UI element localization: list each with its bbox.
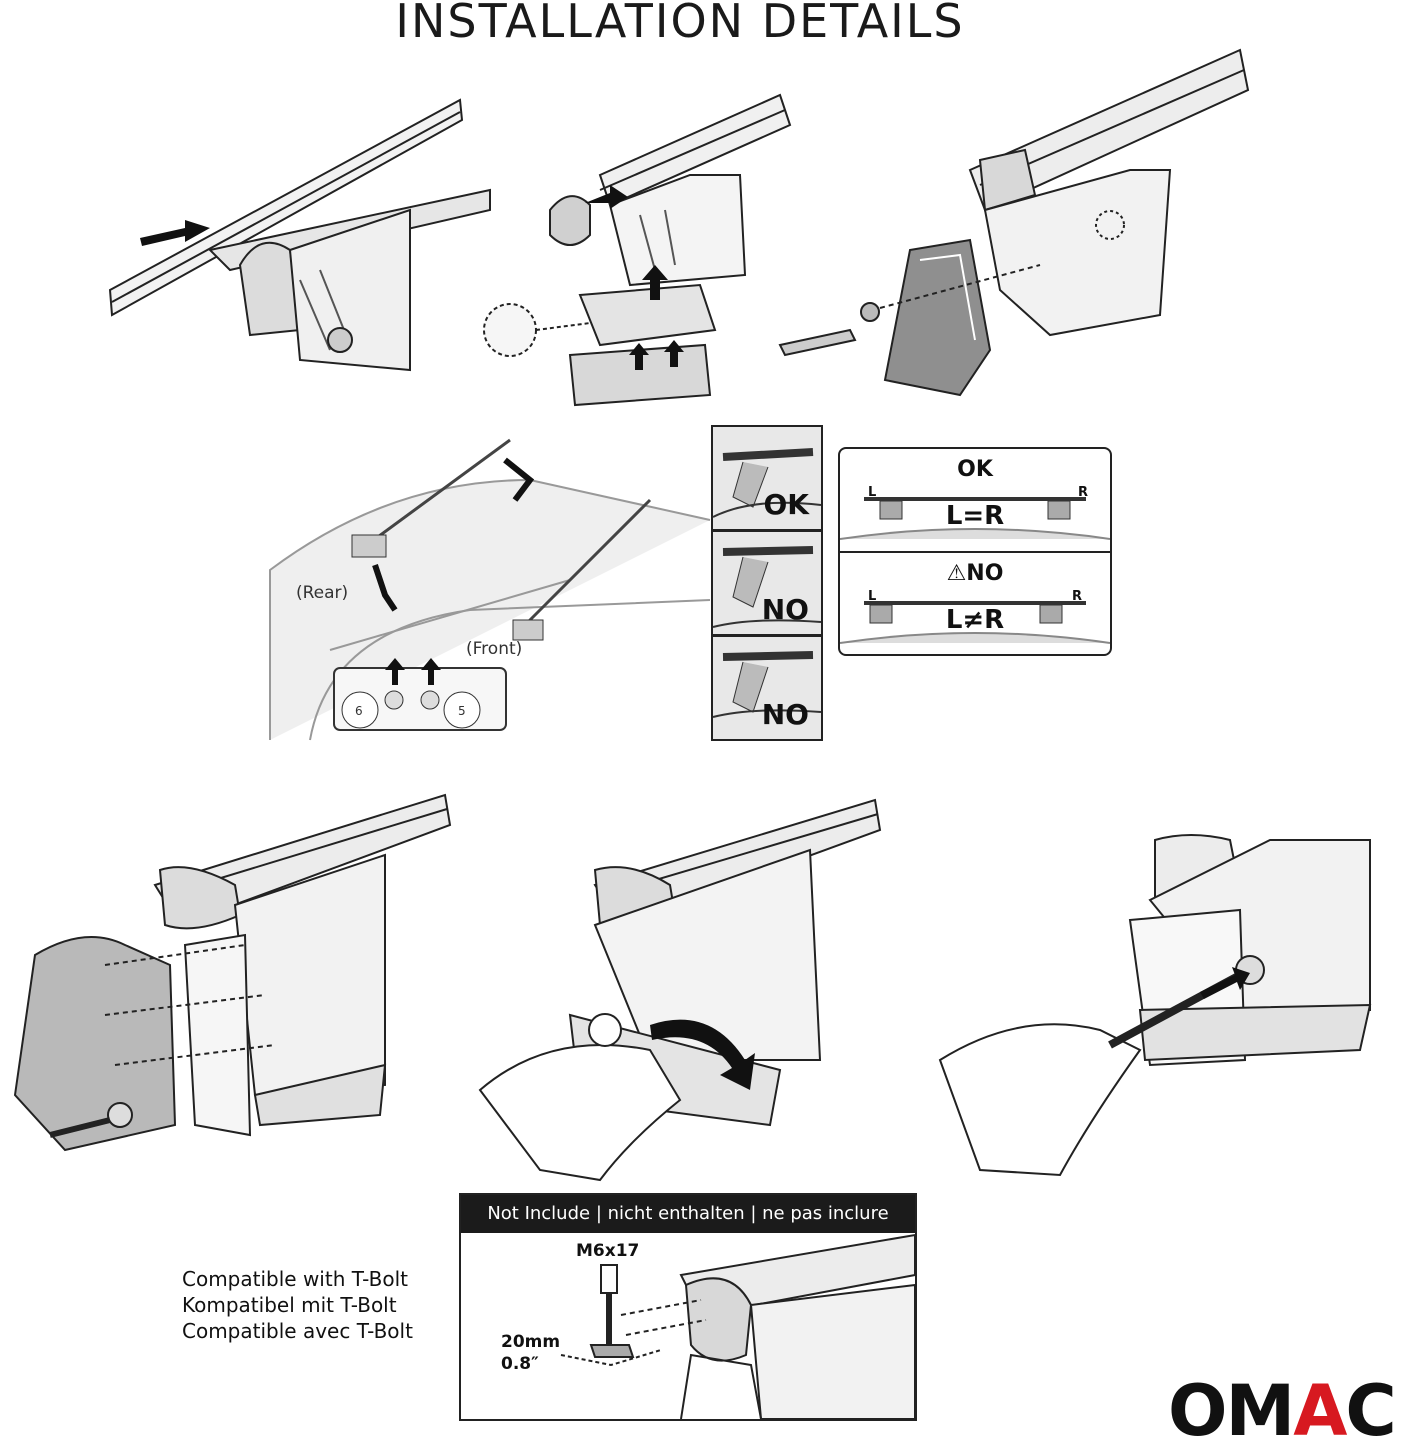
alignment-label-no-1: NO	[761, 593, 809, 626]
alignment-label-no-2: NO	[761, 698, 809, 731]
symmetry-ok-row: OK L R L=R	[840, 449, 1110, 549]
logo-letter-a: A	[1293, 1370, 1347, 1452]
symmetry-no-right: R	[1071, 589, 1082, 604]
inset-number-5: 5	[458, 704, 466, 718]
bolt-width-in: 0.8″	[501, 1354, 539, 1374]
alignment-strip-no-1: NO	[711, 530, 823, 636]
step-key-lock-illustration	[938, 834, 1372, 1177]
logo-letter-m: M	[1225, 1370, 1296, 1452]
step2-cap-pad-illustration	[483, 93, 792, 407]
t-bolt-illustration	[560, 1233, 916, 1420]
compatibility-line-fr: Compatible avec T-Bolt	[182, 1319, 413, 1343]
compatibility-line-en: Compatible with T-Bolt	[182, 1267, 408, 1291]
front-label: (Front)	[466, 639, 523, 659]
rear-label: (Rear)	[296, 583, 349, 603]
alignment-strip-no-2: NO	[711, 635, 823, 741]
symmetry-no-label: ⚠NO	[946, 561, 1004, 586]
step-cover-attach-illustration	[13, 793, 452, 1152]
step3-foot-bolt-illustration	[778, 48, 1250, 397]
omac-logo: OMAC	[1168, 1376, 1397, 1446]
symmetry-no-equation: L≠R	[945, 605, 1005, 635]
symmetry-ok-label: OK	[957, 457, 993, 482]
bolt-size-label: M6x17	[576, 1241, 640, 1261]
logo-letter-o: O	[1168, 1370, 1227, 1452]
not-included-panel: Not Include | nicht enthalten | ne pas i…	[459, 1193, 917, 1421]
symmetry-check-box: OK L R L=R ⚠NO L R L≠R	[838, 447, 1112, 656]
alignment-strip-ok: OK	[711, 425, 823, 531]
symmetry-no-row: ⚠NO L R L≠R	[840, 551, 1110, 653]
page-title: INSTALLATION DETAILS	[395, 0, 965, 48]
inset-number-6: 6	[355, 704, 363, 718]
not-included-header: Not Include | nicht enthalten | ne pas i…	[461, 1195, 915, 1233]
step-rotate-illustration	[478, 798, 882, 1182]
symmetry-ok-right: R	[1077, 485, 1088, 500]
bolt-width-label: 20mm 0.8″	[501, 1331, 560, 1375]
symmetry-no-left: L	[868, 589, 877, 604]
compatibility-text: Compatible with T-Bolt Kompatibel mit T-…	[182, 1266, 413, 1344]
car-roof-diagram	[269, 438, 711, 741]
logo-letter-c: C	[1345, 1370, 1396, 1452]
symmetry-ok-left: L	[868, 485, 877, 500]
symmetry-ok-equation: L=R	[945, 501, 1005, 531]
bolt-width-mm: 20mm	[501, 1332, 561, 1352]
step1-bar-slide-illustration	[108, 98, 491, 372]
compatibility-line-de: Kompatibel mit T-Bolt	[182, 1293, 397, 1317]
alignment-label-ok: OK	[763, 488, 810, 521]
